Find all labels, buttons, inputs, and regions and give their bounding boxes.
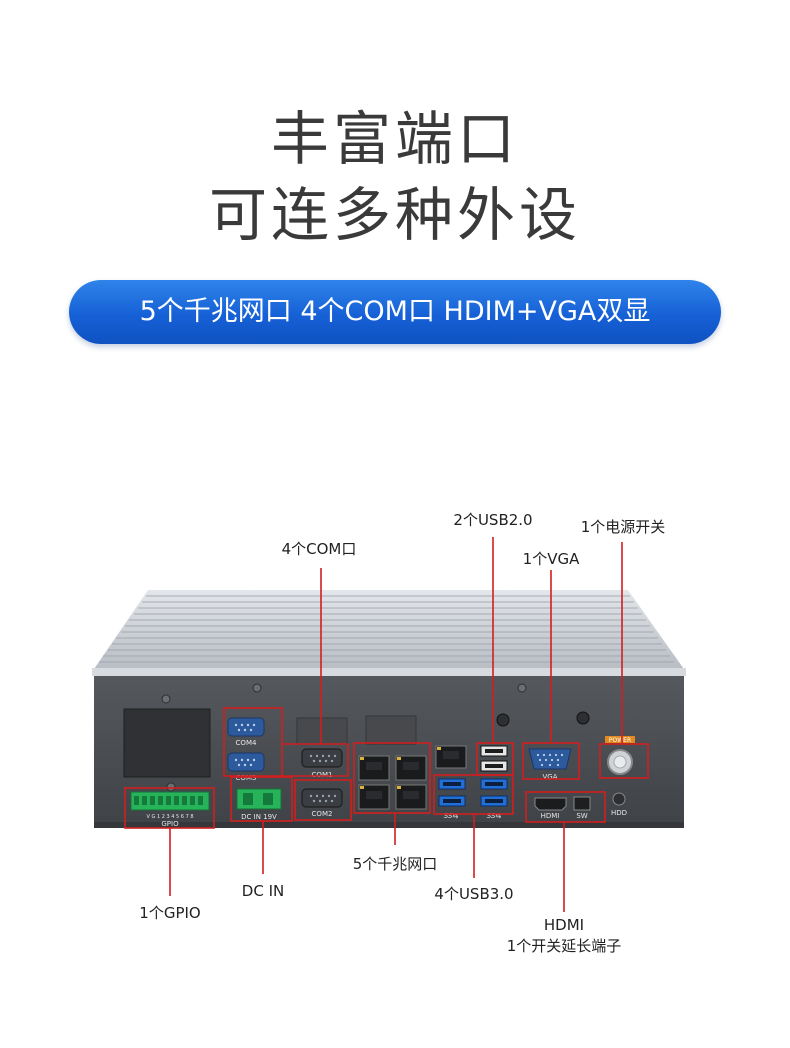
headline-line-2: 可连多种外设 bbox=[208, 181, 581, 249]
label-com3: COM3 bbox=[236, 774, 257, 782]
highlight-com2 bbox=[294, 779, 352, 821]
knockout-1 bbox=[296, 717, 348, 745]
chassis-top bbox=[92, 590, 686, 672]
highlight-com bbox=[223, 707, 283, 777]
knockout-2 bbox=[365, 715, 417, 745]
label-com1: COM1 bbox=[312, 771, 333, 779]
screw bbox=[161, 694, 171, 704]
label-sw: SW bbox=[576, 812, 587, 820]
label-hdmi: HDMI bbox=[541, 812, 560, 820]
label-power: POWER bbox=[609, 737, 631, 744]
com2-port bbox=[301, 788, 343, 808]
callout-gpio: 1个GPIO bbox=[139, 904, 201, 922]
antenna-hole bbox=[576, 711, 590, 725]
label-dcin: DC IN 19V bbox=[241, 813, 277, 821]
blank-plate bbox=[123, 708, 211, 778]
com1-port bbox=[301, 748, 343, 768]
feature-banner: 5个千兆网口 4个COM口 HDIM+VGA双显 bbox=[69, 280, 721, 344]
label-ss1: SS⇆ bbox=[444, 812, 459, 820]
label-ss2: SS⇆ bbox=[487, 812, 502, 820]
callout-lan: 5个千兆网口 bbox=[352, 855, 438, 873]
label-com4: COM4 bbox=[236, 739, 257, 747]
highlight-lan bbox=[353, 742, 431, 814]
highlight-power bbox=[599, 743, 649, 779]
callout-hdmi: HDMI bbox=[543, 916, 585, 934]
screw bbox=[517, 683, 527, 693]
label-gpio-pins: V G 1 2 3 4 5 6 7 8 bbox=[146, 814, 193, 820]
label-hdd: HDD bbox=[611, 809, 627, 817]
screw bbox=[166, 782, 176, 792]
hdd-led bbox=[612, 792, 626, 806]
com3-port bbox=[227, 752, 265, 772]
callout-power: 1个电源开关 bbox=[580, 518, 666, 536]
callout-com: 4个COM口 bbox=[281, 540, 357, 558]
callout-usb3: 4个USB3.0 bbox=[434, 885, 514, 903]
com4-port bbox=[227, 717, 265, 737]
screw bbox=[252, 683, 262, 693]
antenna-hole bbox=[496, 713, 510, 727]
highlight-dcin bbox=[230, 776, 293, 822]
callout-usb2: 2个USB2.0 bbox=[453, 511, 533, 529]
callout-hdmi-switch: 1个开关延长端子 bbox=[506, 937, 622, 955]
label-vga: VGA bbox=[542, 773, 557, 781]
label-com2: COM2 bbox=[312, 810, 333, 818]
vga-port bbox=[528, 748, 572, 770]
sw-terminal bbox=[573, 796, 591, 811]
callout-dcin: DC IN bbox=[241, 882, 285, 900]
label-gpio: GPIO bbox=[161, 820, 179, 828]
callout-vga: 1个VGA bbox=[522, 550, 580, 568]
headline-line-1: 丰富端口 bbox=[270, 105, 519, 173]
highlight-hdmi bbox=[525, 791, 606, 823]
hdmi-port bbox=[534, 797, 567, 811]
